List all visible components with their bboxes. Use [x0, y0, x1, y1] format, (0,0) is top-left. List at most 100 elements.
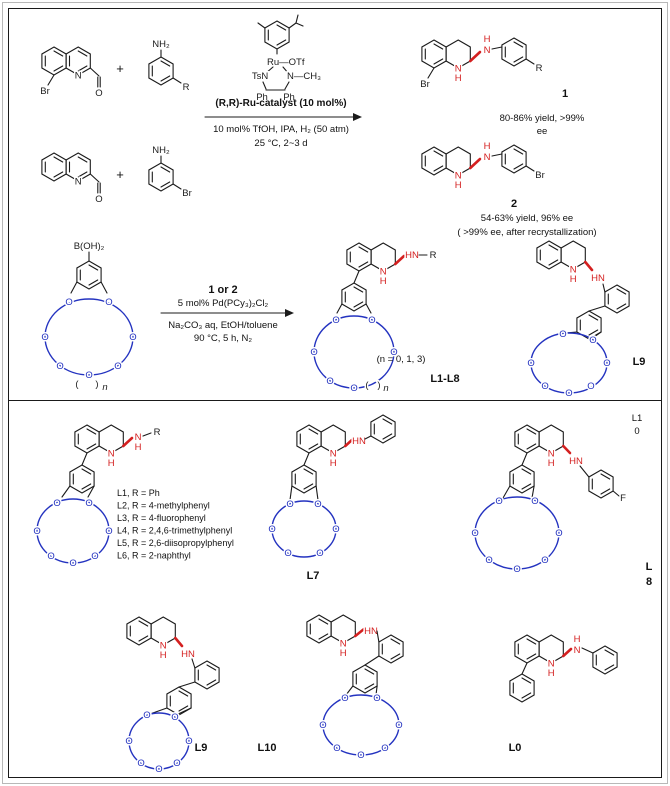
- br-label: Br: [40, 86, 50, 97]
- o-label: O: [114, 361, 121, 372]
- paren-label: ): [95, 379, 98, 390]
- ring-h-label: H: [455, 73, 462, 84]
- o-label: O: [310, 347, 317, 358]
- structure-product-l9: N H HN O O O O O O O: [526, 241, 629, 400]
- br-label: Br: [182, 188, 192, 199]
- reagent-1-or-2: 1 or 2: [208, 284, 237, 296]
- o-label: O: [171, 712, 178, 723]
- o-label: O: [541, 381, 548, 392]
- ring-n-label: N: [75, 71, 82, 82]
- structure-product-l1-l8: N H HN R O O O O O O ( ) n: [309, 243, 438, 396]
- o-label: O: [316, 548, 323, 559]
- br-label: Br: [420, 79, 430, 90]
- aldehyde-o-label: O: [95, 194, 102, 205]
- o-label: O: [69, 558, 76, 569]
- amine-n-label: N: [574, 645, 581, 656]
- nh2-label: NH₂: [152, 39, 170, 50]
- l7-label: L7: [307, 570, 320, 582]
- o-label: O: [589, 335, 596, 346]
- o-label: O: [555, 528, 562, 539]
- crown-ring: [36, 498, 110, 564]
- crown-ring: [44, 298, 134, 376]
- ring-n-label: N: [455, 171, 462, 182]
- structure-bromoquinoline-aldehyde: N O Br: [39, 47, 104, 101]
- ring-h-label: H: [455, 180, 462, 191]
- amine-n-label: N: [484, 45, 491, 56]
- conditions-line-1: 10 mol% TfOH, IPA, H₂ (50 atm): [213, 124, 349, 135]
- o-label: O: [527, 358, 534, 369]
- f-label: F: [620, 493, 626, 504]
- ph-label: Ph: [256, 92, 268, 103]
- o-label: O: [105, 297, 112, 308]
- boh2-label: B(OH)₂: [74, 241, 105, 252]
- amine-hn-label: HN: [405, 250, 419, 261]
- base-solvent-label: Na₂CO₃ aq, EtOH/toluene: [168, 320, 277, 331]
- o-label: O: [105, 526, 112, 537]
- amine-hn-label: HN: [352, 436, 366, 447]
- amine-hn-label: HN: [181, 649, 195, 660]
- amine-hn-label: HN: [591, 273, 605, 284]
- o-label: O: [559, 329, 566, 340]
- nh2-label: NH₂: [152, 145, 170, 156]
- temp-time-label: 90 °C, 5 h, N₂: [194, 333, 252, 344]
- amine-hn-label: HN: [364, 626, 378, 637]
- misc-label-0: 0: [634, 426, 639, 437]
- plus-sign: +: [116, 167, 124, 182]
- paren-label: (: [75, 379, 79, 390]
- product-2-yield: 54-63% yield, 96% ee: [481, 213, 573, 224]
- o-label: O: [173, 758, 180, 769]
- l10-label: L10: [258, 742, 277, 754]
- aldehyde-o-label: O: [95, 88, 102, 99]
- amine-hn-label: HN: [569, 456, 583, 467]
- structure-aniline-r: NH₂ R: [149, 38, 191, 95]
- o-label: O: [65, 297, 72, 308]
- r-assignment-5: L5, R = 2,6-diisopropylphenyl: [117, 538, 234, 548]
- o-label: O: [541, 555, 548, 566]
- structure-ru-catalyst: Ru—OTf TsN N—CH₃ Ph Ph: [250, 14, 323, 105]
- arrowhead: [353, 113, 362, 121]
- structure-bromoaniline: NH₂ Br: [149, 144, 193, 201]
- o-label: O: [85, 498, 92, 509]
- crown-ring: [322, 694, 400, 756]
- structure-l1-l6: N H N H R O O O O O O O: [32, 425, 162, 571]
- r-label: R: [430, 250, 437, 261]
- amine-h-label: H: [484, 34, 491, 45]
- o-label: O: [47, 551, 54, 562]
- o-label: O: [129, 332, 136, 343]
- ph-label: Ph: [283, 92, 295, 103]
- o-label: O: [91, 551, 98, 562]
- o-label: O: [350, 383, 357, 394]
- o-label: O: [603, 358, 610, 369]
- ring-n-label: N: [160, 641, 167, 652]
- o-label: O: [332, 524, 339, 535]
- paren-label: ): [377, 380, 380, 391]
- pd-catalyst-label: 5 mol% Pd(PCy₃)₂Cl₂: [178, 298, 269, 309]
- crown-ring: [313, 315, 395, 389]
- product-1-ee: ee: [537, 126, 548, 137]
- ring-n-label: N: [570, 265, 577, 276]
- paren-label: (: [365, 380, 369, 391]
- o-label: O: [565, 388, 572, 399]
- reaction-arrow-1: [204, 113, 362, 121]
- o-label: O: [513, 564, 520, 575]
- crown-ring: [474, 496, 560, 570]
- product-l9-label: L9: [633, 356, 646, 368]
- o-label: O: [341, 693, 348, 704]
- ring-h-label: H: [108, 458, 115, 469]
- o-label: O: [390, 347, 397, 358]
- panel-reactions: N O Br + NH₂ R N O + NH₂ Br Ru—OTf: [8, 8, 662, 401]
- structure-l0: N H H N: [510, 633, 617, 702]
- ring-h-label: H: [570, 274, 577, 285]
- plus-sign: +: [116, 61, 124, 76]
- structure-l7: N H HN O O O O O O: [267, 415, 395, 561]
- amine-h-label: H: [574, 634, 581, 645]
- structure-product-1: N H Br H N R: [419, 33, 544, 92]
- product-l1-l8-label: L1-L8: [430, 373, 459, 385]
- ring-n-label: N: [75, 177, 82, 188]
- r-label: R: [536, 63, 543, 74]
- ring-h-label: H: [330, 458, 337, 469]
- o-label: O: [53, 498, 60, 509]
- ring-n-label: N: [380, 267, 387, 278]
- o-label: O: [33, 526, 40, 537]
- structure-l8: N H HN F L1 0 O O O O O O O: [470, 413, 642, 577]
